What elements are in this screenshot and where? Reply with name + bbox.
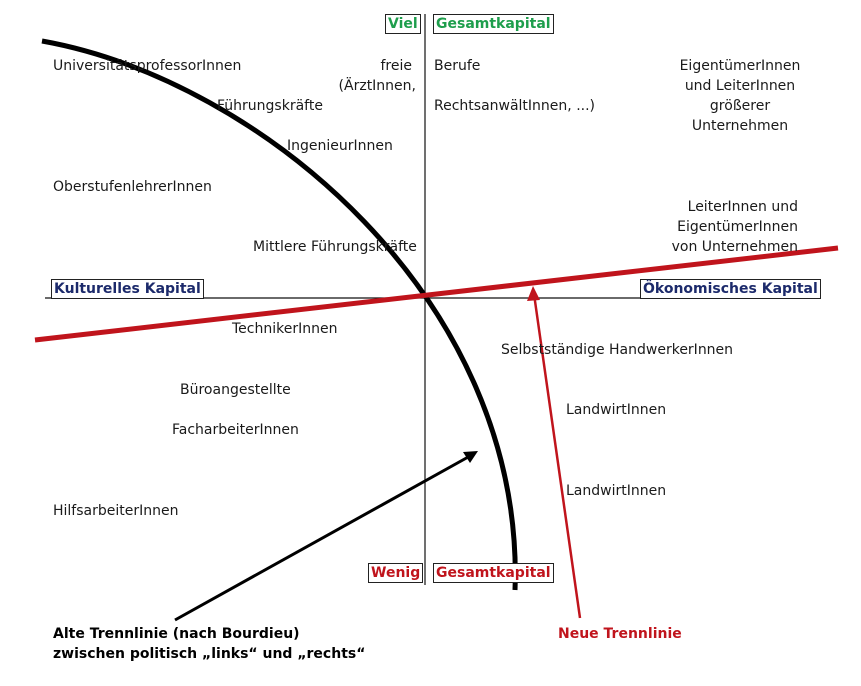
label-mittlere-fuehrungskraefte: Mittlere Führungskräfte: [253, 239, 417, 255]
label-oberstufenlehrer: OberstufenlehrerInnen: [53, 179, 212, 195]
label-freie: freie: [380, 58, 413, 74]
label-landwirte-2: LandwirtInnen: [566, 483, 667, 499]
wenig-label: Wenig: [368, 563, 424, 583]
gesamtkapital-bottom-label: Gesamtkapital: [433, 563, 554, 583]
label-facharbeiter: FacharbeiterInnen: [172, 422, 299, 438]
old-line-arrowhead: [463, 451, 478, 463]
old-line-arrow: [174, 454, 471, 622]
label-rechtsanwaelte: RechtsanwältInnen, ...): [434, 98, 595, 114]
label-eigentuemer-gross-1: EigentümerInnen: [679, 58, 801, 74]
new-line-arrow: [532, 293, 582, 619]
viel-label: Viel: [385, 14, 421, 34]
label-eigentuemer-gross-3: größerer: [709, 98, 771, 114]
label-leiter-3: von Unternehmen: [671, 239, 798, 255]
new-line-arrowhead: [527, 286, 540, 301]
gesamtkapital-top-label: Gesamtkapital: [433, 14, 554, 34]
label-aerzte: (ÄrztInnen,: [338, 78, 416, 94]
annotation-new-line: Neue Trennlinie: [558, 626, 682, 642]
label-landwirte-1: LandwirtInnen: [566, 402, 667, 418]
old-dividing-curve: [41, 38, 518, 591]
label-leiter-2: EigentümerInnen: [677, 219, 798, 235]
annotation-old-line-1: Alte Trennlinie (nach Bourdieu): [53, 626, 300, 642]
label-fuehrungskraefte: Führungskräfte: [217, 98, 323, 114]
label-techniker: TechnikerInnen: [232, 321, 338, 337]
label-ingenieure: IngenieurInnen: [287, 138, 393, 154]
label-handwerker: Selbstständige HandwerkerInnen: [501, 342, 734, 358]
label-leiter-1: LeiterInnen und: [687, 199, 798, 215]
label-eigentuemer-gross-4: Unternehmen: [691, 118, 789, 134]
kulturelles-kapital-label: Kulturelles Kapital: [51, 279, 204, 299]
label-berufe: Berufe: [434, 58, 481, 74]
new-dividing-line: [34, 245, 839, 343]
annotation-old-line-2: zwischen politisch „links“ und „rechts“: [53, 646, 366, 662]
label-hilfsarbeiter: HilfsarbeiterInnen: [53, 503, 179, 519]
oekonomisches-kapital-label: Ökonomisches Kapital: [640, 279, 821, 299]
label-eigentuemer-gross-2: und LeiterInnen: [684, 78, 796, 94]
label-bueroangestellte: Büroangestellte: [180, 382, 291, 398]
label-universitaetsprofessoren: UniversitätsprofessorInnen: [53, 58, 242, 74]
